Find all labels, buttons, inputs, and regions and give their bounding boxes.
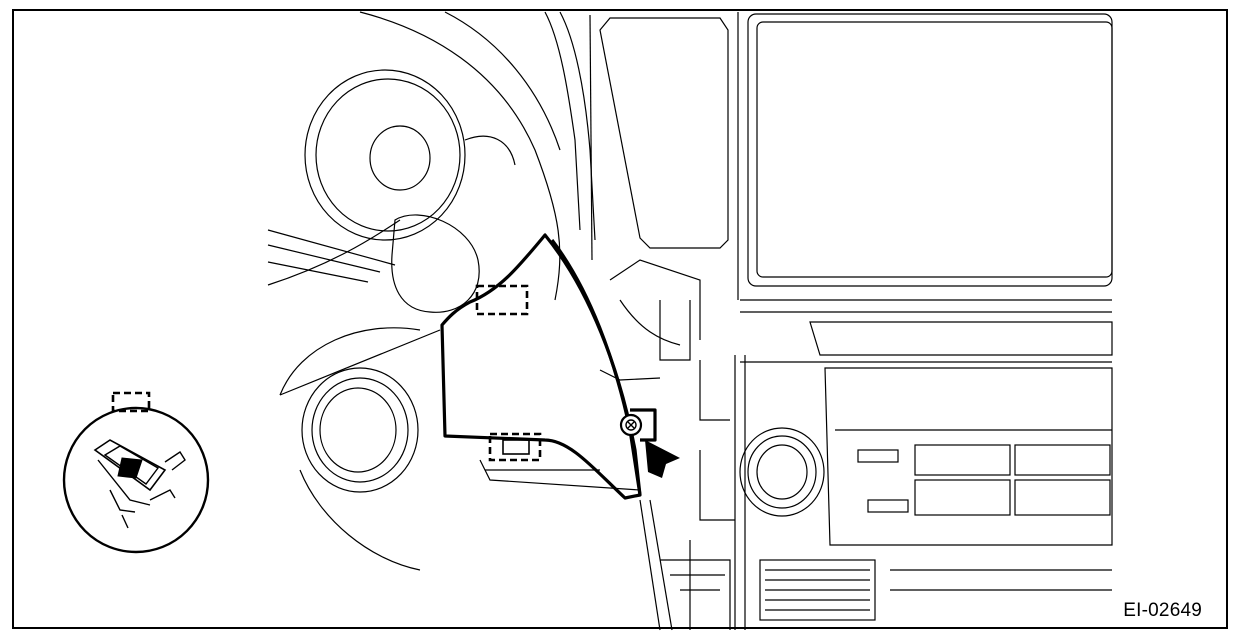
- dashboard-linework: [267, 11, 1113, 631]
- gauge-upper-hub: [369, 125, 431, 191]
- arrow-icon: [645, 440, 680, 478]
- lower-vent: [759, 559, 876, 621]
- audio-unit: [824, 367, 1113, 546]
- gauge-lower-outer: [301, 367, 419, 493]
- legend-circle: [62, 406, 210, 554]
- screw-icon: [619, 413, 643, 437]
- clip-body: [502, 439, 530, 455]
- clip-marker-legend: [111, 391, 151, 413]
- vent-upper-left: [599, 17, 729, 249]
- clip-marker-lower: [488, 432, 542, 462]
- center-knob-outer: [739, 427, 825, 517]
- diagram-border: [12, 9, 1228, 629]
- clip-tool-icon: [62, 406, 210, 554]
- figure-id-label: EI-02649: [1123, 600, 1202, 621]
- clip-markers: [111, 284, 542, 462]
- clip-marker-upper: [475, 284, 529, 316]
- gauge-upper-outer: [304, 69, 466, 241]
- knob-shape: [391, 214, 480, 313]
